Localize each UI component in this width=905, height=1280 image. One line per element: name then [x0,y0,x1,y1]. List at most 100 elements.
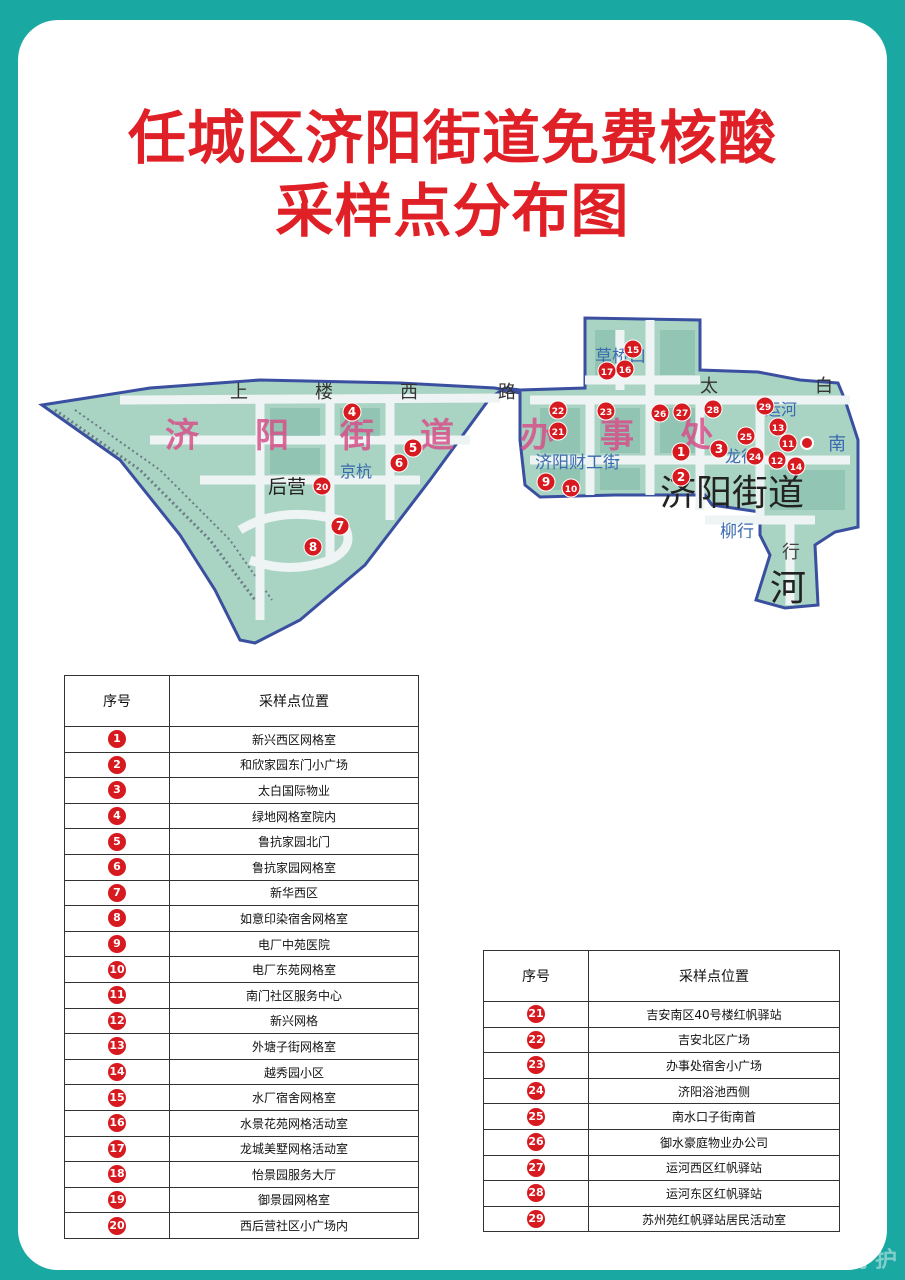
row-location-cell: 越秀园小区 [169,1058,419,1086]
row-number-cell: 12 [64,1007,170,1035]
row-location-cell: 水厂宿舍网格室 [169,1084,419,1111]
marker-number-badge: 26 [527,1133,545,1152]
row-number-cell: 10 [64,956,170,983]
marker-9 [536,472,556,492]
xing-label: 行 [782,542,800,563]
marker-label-26: 26 [654,410,667,420]
marker-number-badge: 18 [108,1165,126,1184]
marker-label-1: 1 [677,445,685,459]
marker-27 [672,402,692,422]
marker-label-12: 12 [771,457,784,467]
road-label: 白 [815,376,833,397]
marker-number-badge: 19 [108,1190,126,1209]
marker-3 [709,439,729,459]
row-number-cell: 14 [64,1058,170,1086]
marker-1 [671,442,691,462]
marker-20 [312,476,332,496]
road-label: 西 [400,382,418,403]
marker-14 [786,456,806,476]
marker-label-22: 22 [552,407,565,417]
row-number-cell: 19 [64,1186,170,1214]
he-label: 河 [770,568,806,609]
row-number-cell: 18 [64,1161,170,1188]
row-number-cell: 22 [483,1026,589,1054]
row-number-cell: 29 [483,1205,589,1233]
marker-number-badge: 16 [108,1114,126,1133]
row-number-cell: 16 [64,1109,170,1137]
row-location-cell: 新兴西区网格室 [169,726,419,753]
table-header: 序号 采样点位置 [64,675,419,727]
table-row: 3 太白国际物业 [64,777,419,804]
marker-28 [703,399,723,419]
marker-number-badge: 25 [527,1107,545,1126]
marker-29 [755,396,775,416]
table-row: 11 南门社区服务中心 [64,981,419,1009]
header-location: 采样点位置 [588,950,840,1002]
marker-label-2: 2 [677,470,685,484]
marker-number-badge: 14 [108,1063,126,1082]
marker-label-7: 7 [336,519,344,533]
row-number-cell: 15 [64,1084,170,1111]
marker-13 [768,417,788,437]
row-location-cell: 外塘子街网格室 [169,1033,419,1060]
marker-label-9: 9 [542,475,550,489]
marker-label-6: 6 [395,456,403,470]
page-title-line1: 任城区济阳街道免费核酸 [127,104,777,172]
banner-char: 事 [600,416,634,456]
table-row: 27 运河西区红帆驿站 [483,1154,840,1182]
marker-2 [671,467,691,487]
marker-label-8: 8 [309,540,317,554]
marker-label-25: 25 [740,433,753,443]
row-number-cell: 1 [64,726,170,753]
marker-number-badge: 21 [527,1005,545,1024]
banner-char: 阳 [255,416,289,456]
row-location-cell: 运河西区红帆驿站 [588,1154,840,1182]
row-location-cell: 和欣家园东门小广场 [169,751,419,779]
road-label: 楼 [315,382,333,403]
marker-label-29: 29 [759,403,772,413]
marker-number-badge: 23 [527,1056,545,1075]
marker-7 [330,516,350,536]
marker-number-badge: 3 [108,781,126,800]
marker-label-5: 5 [409,441,417,455]
row-number-cell: 13 [64,1033,170,1060]
marker-label-14: 14 [790,463,803,473]
row-location-cell: 如意印染宿舍网格室 [169,905,419,932]
road-label: 路 [498,382,516,403]
marker-label-28: 28 [707,406,720,416]
marker-17 [597,361,617,381]
marker-label-10: 10 [565,485,578,495]
row-location-cell: 西后营社区小广场内 [169,1212,419,1239]
row-location-cell: 南门社区服务中心 [169,981,419,1009]
table-row: 14 越秀园小区 [64,1058,419,1086]
marker-label-11: 11 [782,440,795,450]
marker-24 [745,446,765,466]
marker-number-badge: 4 [108,807,126,826]
row-number-cell: 21 [483,1001,589,1028]
row-number-cell: 28 [483,1180,589,1207]
jinghang-label: 京杭 [340,462,372,481]
table-row: 16 水景花苑网格活动室 [64,1109,419,1137]
marker-number-badge: 9 [108,935,126,954]
marker-21 [548,421,568,441]
marker-label-16: 16 [619,366,632,376]
marker-number-badge: 27 [527,1158,545,1177]
marker-number-badge: 11 [108,986,126,1005]
row-number-cell: 4 [64,802,170,830]
marker-15 [623,339,643,359]
row-location-cell: 吉安北区广场 [588,1026,840,1054]
row-location-cell: 新兴网格 [169,1007,419,1035]
marker-number-badge: 28 [527,1184,545,1203]
row-location-cell: 水景花苑网格活动室 [169,1109,419,1137]
row-location-cell: 太白国际物业 [169,777,419,804]
